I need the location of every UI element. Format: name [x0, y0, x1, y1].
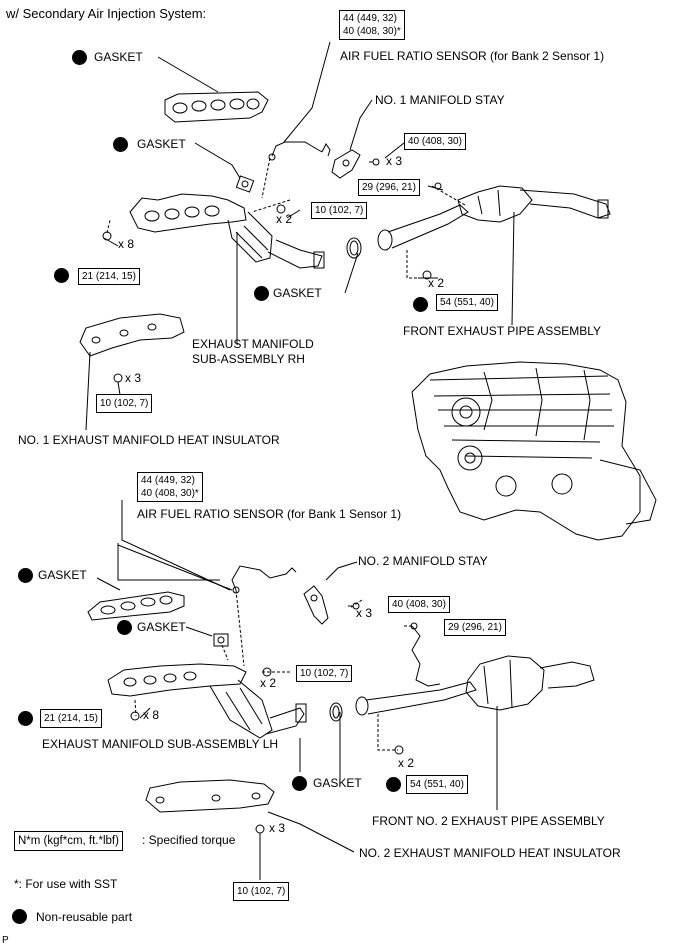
upper-manifold-label-line1: EXHAUST MANIFOLD [192, 337, 314, 351]
upper-pipe-nut-torque-box: 54 (551, 40) [436, 294, 498, 311]
upper-stay-label: NO. 1 MANIFOLD STAY [375, 93, 505, 107]
lower-insulator-label: NO. 2 EXHAUST MANIFOLD HEAT INSULATOR [359, 846, 621, 860]
nonreusable-icon [117, 620, 132, 635]
upper-manifold-nut-torque-box: 10 (102, 7) [311, 202, 368, 219]
lower-stud-torque-box: 21 (214, 15) [40, 709, 102, 728]
lower-insulator-torque-box: 10 (102, 7) [233, 882, 290, 901]
lower-pipe-nut-torque-box: 54 (551, 40) [406, 775, 468, 794]
legend-nonreusable-desc: Non-reusable part [36, 910, 133, 924]
upper-front-pipe-label: FRONT EXHAUST PIPE ASSEMBLY [403, 324, 602, 338]
upper-gasket1-label: GASKET [94, 50, 143, 64]
lower-sensor-label: AIR FUEL RATIO SENSOR (for Bank 1 Sensor… [137, 507, 402, 521]
nonreusable-icon [54, 268, 69, 283]
lower-manifold-label: EXHAUST MANIFOLD SUB-ASSEMBLY LH [42, 737, 279, 751]
upper-sensor-torque-line1: 44 (449, 32) [343, 13, 397, 24]
legend-torque-desc: : Specified torque [142, 833, 236, 847]
lower-insulator-qty: x 3 [269, 821, 286, 835]
lower-sensor-torque-line2: 40 (408, 30)* [141, 488, 199, 499]
nonreusable-icon [254, 286, 269, 301]
footer-code: P [2, 935, 9, 946]
upper-gasket2-label: GASKET [137, 137, 186, 151]
upper-pipe-nut-qty: x 2 [428, 276, 445, 290]
nonreusable-icon [292, 776, 307, 791]
lower-gasket1-label: GASKET [38, 568, 87, 582]
upper-pipe-bolt-torque-box: 29 (296, 21) [358, 179, 420, 196]
lower-sensor-torque-line1: 44 (449, 32) [141, 475, 195, 486]
upper-sensor-torque-box: 44 (449, 32) 40 (408, 30)* [339, 10, 405, 40]
page-heading: w/ Secondary Air Injection System: [6, 6, 207, 21]
nonreusable-icon [18, 568, 33, 583]
upper-stay-torque-box: 40 (408, 30) [404, 133, 466, 150]
upper-insulator-torque-box: 10 (102, 7) [96, 394, 153, 413]
lower-sensor-torque-box: 44 (449, 32) 40 (408, 30)* [137, 472, 203, 502]
upper-stud-qty: x 8 [118, 237, 135, 251]
nonreusable-icon [386, 777, 401, 792]
nonreusable-icon [72, 50, 87, 65]
lower-pipe-bolt-torque-box: 29 (296, 21) [444, 619, 506, 636]
upper-insulator-qty: x 3 [125, 371, 142, 385]
upper-sensor-torque-line2: 40 (408, 30)* [343, 26, 401, 37]
lower-manifold-nut-qty: x 2 [260, 676, 277, 690]
nonreusable-icon [113, 137, 128, 152]
lower-stay-label: NO. 2 MANIFOLD STAY [358, 554, 488, 568]
upper-insulator-label: NO. 1 EXHAUST MANIFOLD HEAT INSULATOR [18, 433, 280, 447]
upper-stay-qty: x 3 [386, 154, 403, 168]
nonreusable-icon [12, 909, 27, 924]
lower-stud-qty: x 8 [143, 708, 160, 722]
upper-manifold-label-line2: SUB-ASSEMBLY RH [192, 352, 305, 366]
lower-stay-torque-box: 40 (408, 30) [388, 596, 450, 613]
lower-gasket3-label: GASKET [313, 776, 362, 790]
lower-pipe-nut-qty: x 2 [398, 756, 415, 770]
upper-gasket3-label: GASKET [273, 286, 322, 300]
nonreusable-icon [18, 711, 33, 726]
lower-gasket2-label: GASKET [137, 620, 186, 634]
lower-stay-qty: x 3 [356, 606, 373, 620]
upper-manifold-nut-qty: x 2 [276, 212, 293, 226]
legend-torque-box: N*m (kgf*cm, ft.*lbf) [14, 831, 123, 851]
upper-sensor-label: AIR FUEL RATIO SENSOR (for Bank 2 Sensor… [340, 49, 605, 63]
nonreusable-icon [413, 297, 428, 312]
lower-front-pipe-label: FRONT NO. 2 EXHAUST PIPE ASSEMBLY [372, 814, 605, 828]
upper-stud-torque-box: 21 (214, 15) [78, 268, 140, 285]
lower-manifold-nut-torque-box: 10 (102, 7) [296, 665, 353, 682]
legend-sst-note: *: For use with SST [14, 877, 118, 891]
